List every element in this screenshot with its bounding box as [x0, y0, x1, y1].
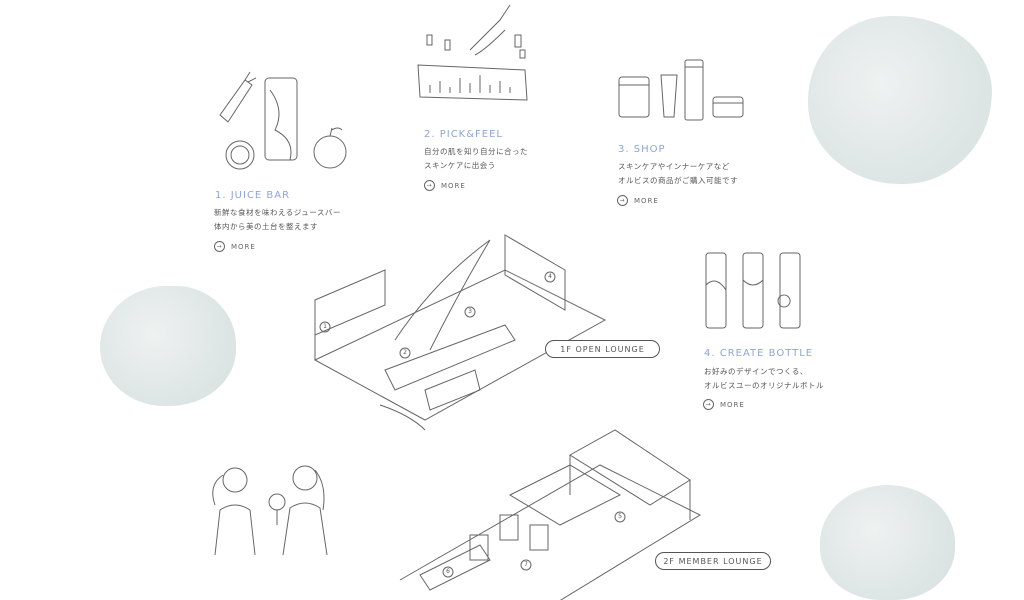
desc-line: 自分の肌を知り自分に合った — [424, 147, 528, 156]
more-link-create-bottle[interactable]: → MORE — [703, 399, 745, 410]
section-desc: お好みのデザインでつくる、オルビスユーのオリジナルボトル — [704, 365, 824, 393]
map-marker[interactable]: 4 — [548, 273, 552, 280]
section-desc: 自分の肌を知り自分に合ったスキンケアに出会う — [424, 145, 528, 173]
juice-bar-illustration — [219, 71, 347, 170]
more-label: MORE — [441, 181, 466, 190]
desc-line: 新鮮な食材を味わえるジュースバー — [214, 208, 341, 217]
arrow-circle-icon: → — [214, 241, 225, 252]
map-marker[interactable]: 3 — [468, 308, 472, 315]
arrow-circle-icon: → — [424, 180, 435, 191]
section-desc: スキンケアやインナーケアなどオルビスの商品がご購入可能です — [618, 160, 738, 188]
1f-floor-map — [313, 234, 607, 431]
more-label: MORE — [634, 196, 659, 205]
desc-line: 体内から美の土台を整えます — [214, 222, 318, 231]
decorative-blob — [820, 485, 955, 600]
map-marker[interactable]: 6 — [446, 568, 450, 575]
decorative-blob — [808, 16, 992, 184]
map-marker[interactable]: 5 — [618, 513, 622, 520]
shop-illustration — [618, 59, 744, 121]
map-marker[interactable]: 2 — [403, 349, 407, 356]
more-link-shop[interactable]: → MORE — [617, 195, 659, 206]
desc-line: お好みのデザインでつくる、 — [704, 367, 808, 376]
map-marker[interactable]: 7 — [524, 561, 528, 568]
arrow-circle-icon: → — [617, 195, 628, 206]
more-label: MORE — [720, 400, 745, 409]
section-title-create-bottle: 4. CREATE BOTTLE — [704, 348, 814, 359]
map-marker[interactable]: 1 — [323, 323, 327, 330]
desc-line: スキンケアやインナーケアなど — [618, 162, 730, 171]
more-link-pick-feel[interactable]: → MORE — [424, 180, 466, 191]
decorative-blob — [100, 286, 236, 406]
desc-line: オルビスユーのオリジナルボトル — [704, 381, 824, 390]
section-title-pick-feel: 2. PICK&FEEL — [424, 129, 503, 140]
section-title-juice-bar: 1. JUICE BAR — [215, 190, 291, 201]
people-illustration — [212, 465, 328, 556]
floor-label-1f[interactable]: 1F OPEN LOUNGE — [545, 340, 660, 358]
section-title-shop: 3. SHOP — [618, 144, 666, 155]
pick-feel-illustration — [417, 4, 528, 101]
arrow-circle-icon: → — [703, 399, 714, 410]
section-desc: 新鮮な食材を味わえるジュースバー体内から美の土台を整えます — [214, 206, 341, 234]
more-link-juice-bar[interactable]: → MORE — [214, 241, 256, 252]
desc-line: スキンケアに出会う — [424, 161, 496, 170]
floor-label-2f[interactable]: 2F MEMBER LOUNGE — [655, 552, 771, 570]
desc-line: オルビスの商品がご購入可能です — [618, 176, 738, 185]
create-bottle-illustration — [705, 252, 801, 329]
more-label: MORE — [231, 242, 256, 251]
